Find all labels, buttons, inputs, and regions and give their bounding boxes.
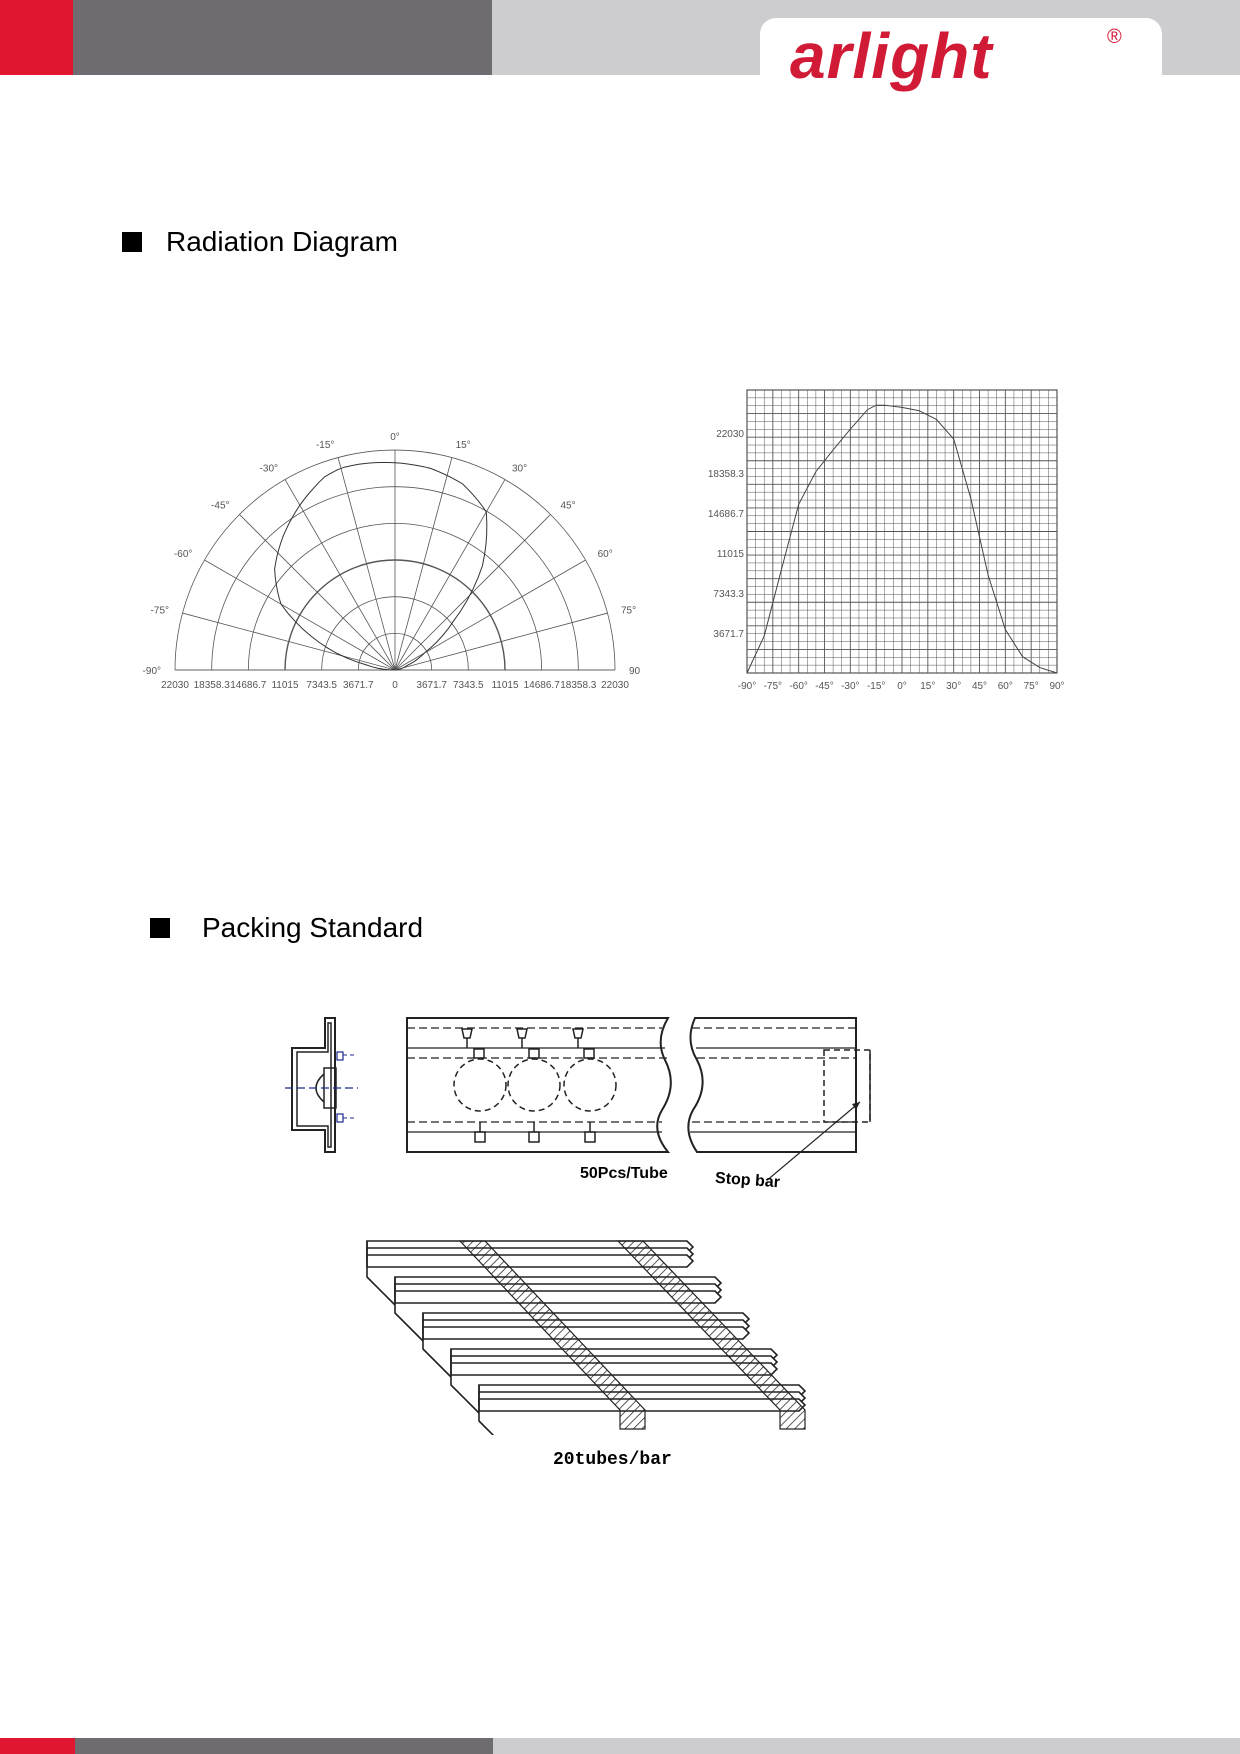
polar-spoke bbox=[394, 479, 506, 671]
polar-angle-label: -75° bbox=[151, 605, 169, 616]
line-x-tick-label: -45° bbox=[815, 681, 833, 692]
square-bullet-icon bbox=[150, 918, 170, 938]
polar-spoke bbox=[204, 559, 396, 671]
tube-cross-section-drawing bbox=[285, 1017, 358, 1153]
bundle-quantity-label: 20tubes/bar bbox=[553, 1450, 672, 1470]
polar-angle-label: -30° bbox=[260, 463, 278, 474]
bundle-tube bbox=[422, 1326, 751, 1340]
polar-spoke bbox=[337, 457, 396, 671]
polar-angle-label: 90° bbox=[629, 666, 640, 677]
bundle-tube-end bbox=[450, 1349, 480, 1414]
polar-radial-label: 14686.7 bbox=[230, 680, 267, 691]
stop-bar-label: Stop bar bbox=[714, 1169, 781, 1192]
polar-grid bbox=[174, 449, 616, 671]
line-x-tick-label: 45° bbox=[972, 681, 987, 692]
line-x-tick-label: 90° bbox=[1049, 681, 1064, 692]
line-x-tick-label: -90° bbox=[738, 681, 756, 692]
polar-angle-label: 45° bbox=[561, 501, 576, 512]
polar-radial-label: 3671.7 bbox=[416, 680, 447, 691]
line-y-tick-label: 18358.3 bbox=[708, 469, 745, 480]
header-red-block bbox=[0, 0, 73, 75]
polar-spoke bbox=[394, 457, 453, 671]
polar-spoke bbox=[394, 612, 608, 671]
line-y-ticks: 22030 18358.3 14686.7 11015 7343.3 3671.7 bbox=[708, 429, 745, 640]
line-x-tick-label: 15° bbox=[920, 681, 935, 692]
line-x-tick-label: -60° bbox=[789, 681, 807, 692]
line-x-tick-label: 60° bbox=[998, 681, 1013, 692]
line-x-tick-label: 75° bbox=[1024, 681, 1039, 692]
polar-angle-label: -90° bbox=[143, 666, 161, 677]
line-x-tick-label: 30° bbox=[946, 681, 961, 692]
footer-gray-block bbox=[75, 1738, 493, 1754]
polar-lobe bbox=[274, 462, 488, 671]
polar-radial-label: 7343.5 bbox=[453, 680, 484, 691]
polar-radial-label: 22030 bbox=[161, 680, 189, 691]
packing-title-text: Packing Standard bbox=[202, 912, 424, 943]
polar-angle-label: 75° bbox=[621, 605, 636, 616]
square-bullet-icon bbox=[122, 232, 142, 252]
tube-quantity-label: 50Pcs/Tube bbox=[580, 1165, 668, 1182]
radiation-section-title: Radiation Diagram bbox=[122, 226, 398, 258]
line-x-tick-label: -75° bbox=[764, 681, 782, 692]
polar-spoke bbox=[182, 612, 396, 671]
polar-radial-label: 22030 bbox=[601, 680, 629, 691]
polar-radial-label: 14686.7 bbox=[524, 680, 561, 691]
bundle-tube-end bbox=[366, 1241, 396, 1306]
bundle-tube-end bbox=[478, 1385, 495, 1435]
polar-radial-label: 18358.3 bbox=[194, 680, 231, 691]
polar-radial-label: 7343.5 bbox=[306, 680, 337, 691]
polar-radial-label: 18358.3 bbox=[560, 680, 597, 691]
radiation-title-text: Radiation Diagram bbox=[166, 226, 398, 257]
polar-spoke bbox=[239, 514, 396, 671]
polar-radiation-chart: 0° 15° 30° 45° 60° 75° 90° -15° -30° -45° -60° -75°… bbox=[143, 432, 640, 691]
line-x-tick-label: 0° bbox=[897, 681, 907, 692]
line-y-tick-label: 11015 bbox=[717, 549, 745, 560]
line-y-tick-label: 14686.7 bbox=[708, 509, 745, 520]
bundle-tube-end bbox=[422, 1313, 452, 1378]
tube-side-view-drawing bbox=[406, 1017, 871, 1180]
line-grid bbox=[746, 389, 1058, 674]
line-x-tick-label: -15° bbox=[867, 681, 885, 692]
tube-bundle-drawing bbox=[366, 1240, 807, 1435]
brand-logo: arlight bbox=[790, 20, 993, 92]
line-x-tick-label: -30° bbox=[841, 681, 859, 692]
footer-red-block bbox=[0, 1738, 75, 1754]
polar-radial-label: 3671.7 bbox=[343, 680, 374, 691]
polar-curves bbox=[274, 462, 488, 671]
line-series bbox=[746, 404, 1058, 674]
polar-angle-label: -45° bbox=[211, 501, 229, 512]
polar-angle-label: -15° bbox=[316, 440, 334, 451]
polar-angle-label: -60° bbox=[174, 549, 192, 560]
polar-angle-label: 30° bbox=[512, 463, 527, 474]
polar-angle-label: 15° bbox=[456, 440, 471, 451]
polar-radial-label: 0 bbox=[392, 680, 398, 691]
logo-tab bbox=[760, 18, 1162, 88]
footer-light-block bbox=[493, 1738, 1240, 1754]
polar-spoke bbox=[394, 514, 551, 671]
bundle-tube-end bbox=[394, 1277, 424, 1342]
line-y-tick-label: 3671.7 bbox=[713, 629, 744, 640]
polar-spoke bbox=[284, 479, 396, 671]
radiation-line-chart: 22030 18358.3 14686.7 11015 7343.3 3671.7 -90… bbox=[708, 389, 1065, 692]
bundle-tube bbox=[450, 1362, 779, 1376]
polar-radial-label: 11015 bbox=[271, 680, 299, 691]
header-gray-block bbox=[73, 0, 492, 75]
registered-mark: ® bbox=[1107, 26, 1122, 48]
line-y-tick-label: 22030 bbox=[716, 429, 744, 440]
polar-radial-label: 11015 bbox=[491, 680, 519, 691]
packing-section-title: Packing Standard bbox=[150, 912, 423, 944]
line-x-ticks: -90° -75° -60° -45° -30° -15° 0° 15° 30° 45° 60° 75… bbox=[738, 681, 1065, 692]
polar-angle-label: 60° bbox=[598, 549, 613, 560]
polar-angle-label: 0° bbox=[390, 432, 400, 443]
polar-angle-labels: 0° 15° 30° 45° 60° 75° 90° -15° -30° -45° -60° -75°… bbox=[143, 432, 640, 677]
line-y-tick-label: 7343.3 bbox=[713, 589, 744, 600]
